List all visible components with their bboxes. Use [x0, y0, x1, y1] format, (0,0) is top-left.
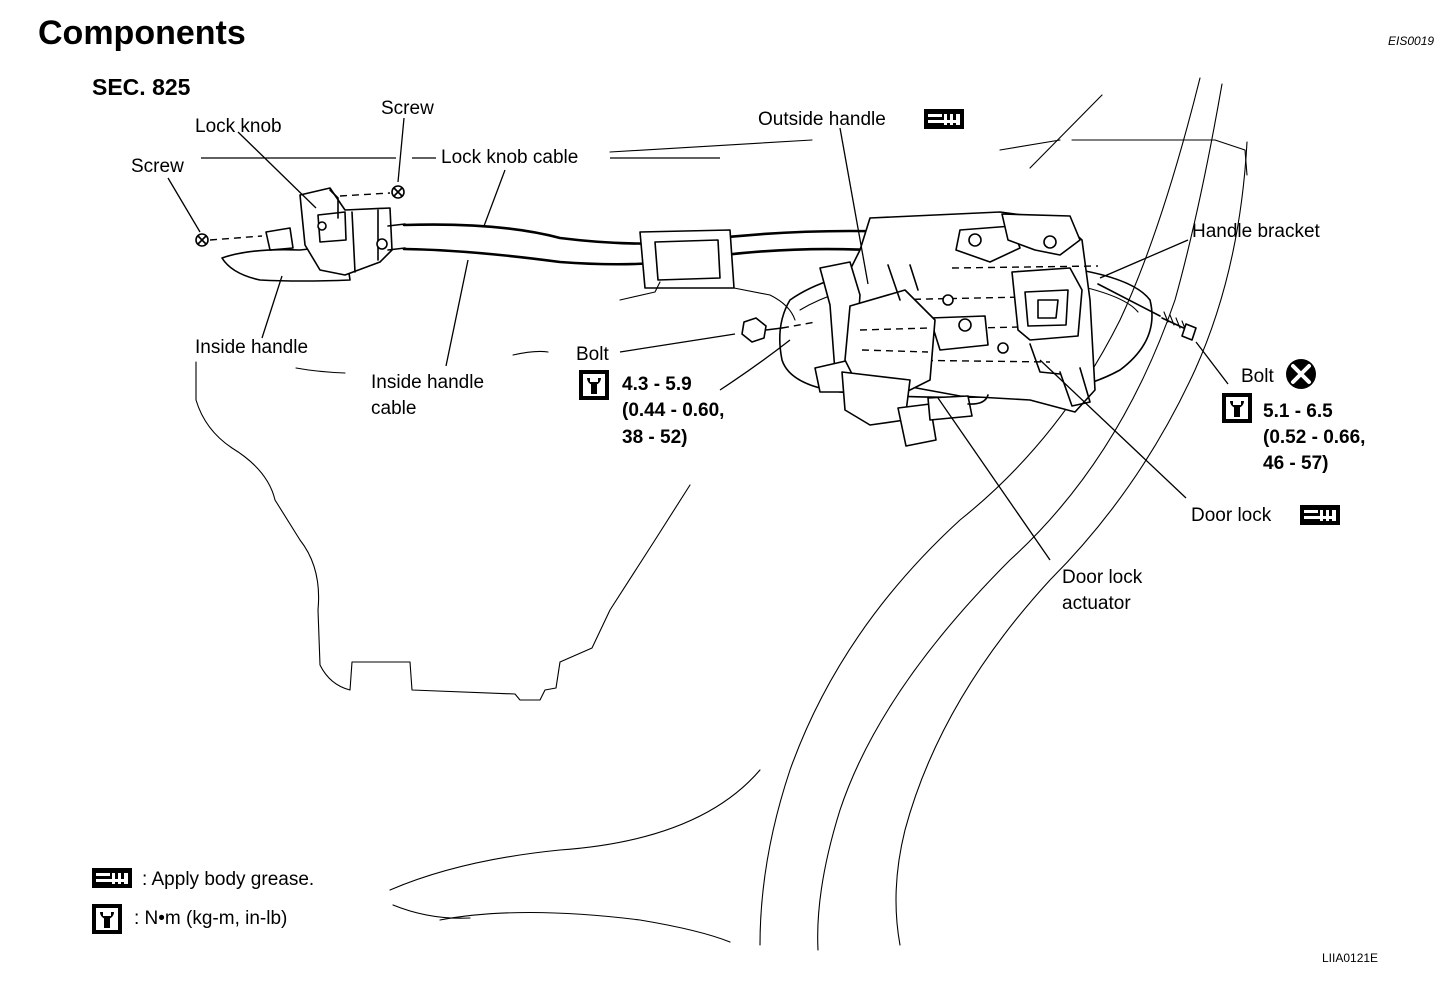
torque-center-line2: (0.44 - 0.60,	[622, 400, 724, 421]
bolt-right	[1097, 283, 1197, 341]
callout-inside-handle-cable-line2: cable	[371, 398, 416, 419]
callout-outside-handle: Outside handle	[758, 109, 886, 130]
inside-handle-assembly	[221, 187, 406, 282]
torque-center-line1: 4.3 - 5.9	[622, 374, 692, 395]
torque-right-line1: 5.1 - 6.5	[1263, 401, 1333, 422]
legend-torque-units: : N•m (kg-m, in-lb)	[134, 908, 287, 929]
door-lock-assembly	[779, 211, 1153, 447]
callout-door-lock-actuator-line2: actuator	[1062, 593, 1131, 614]
torque-right-line2: (0.52 - 0.66,	[1263, 427, 1365, 448]
legend-grease: : Apply body grease.	[142, 869, 314, 890]
callout-screw-top: Screw	[381, 98, 434, 119]
page-title: Components	[38, 14, 246, 52]
grease-symbol-icon	[92, 868, 132, 888]
callout-screw-left: Screw	[131, 156, 184, 177]
torque-wrench-icon	[579, 370, 609, 400]
door-panel-outline	[195, 77, 1248, 951]
callout-bolt-center: Bolt	[576, 344, 609, 365]
torque-right-line3: 46 - 57)	[1263, 453, 1328, 474]
leader-lines	[167, 117, 1229, 561]
callout-handle-bracket: Handle bracket	[1192, 221, 1321, 242]
figure-code: LIIA0121E	[1322, 951, 1378, 965]
torque-wrench-icon	[92, 904, 122, 934]
screw-left	[195, 233, 263, 247]
callout-door-lock: Door lock	[1191, 505, 1272, 526]
torque-wrench-icon	[1222, 393, 1252, 423]
grease-symbol-icon	[924, 109, 964, 129]
grease-symbol-icon	[1300, 505, 1340, 525]
callout-inside-handle: Inside handle	[195, 337, 308, 358]
callout-inside-handle-cable-line1: Inside handle	[371, 372, 484, 393]
legend: : Apply body grease. : N•m (kg-m, in-lb)	[92, 868, 314, 934]
section-code: EIS0019	[1388, 34, 1434, 48]
cable-clip	[619, 229, 796, 321]
torque-center-line3: 38 - 52)	[622, 427, 687, 448]
bolt-center	[741, 317, 817, 343]
screw-top	[339, 185, 405, 199]
callout-lock-knob: Lock knob	[195, 116, 282, 137]
callout-bolt-right: Bolt	[1241, 366, 1274, 387]
do-not-reuse-icon	[1286, 359, 1316, 389]
callout-door-lock-actuator-line1: Door lock	[1062, 567, 1143, 588]
section-number: SEC. 825	[92, 74, 191, 100]
callout-lock-knob-cable: Lock knob cable	[441, 147, 578, 168]
